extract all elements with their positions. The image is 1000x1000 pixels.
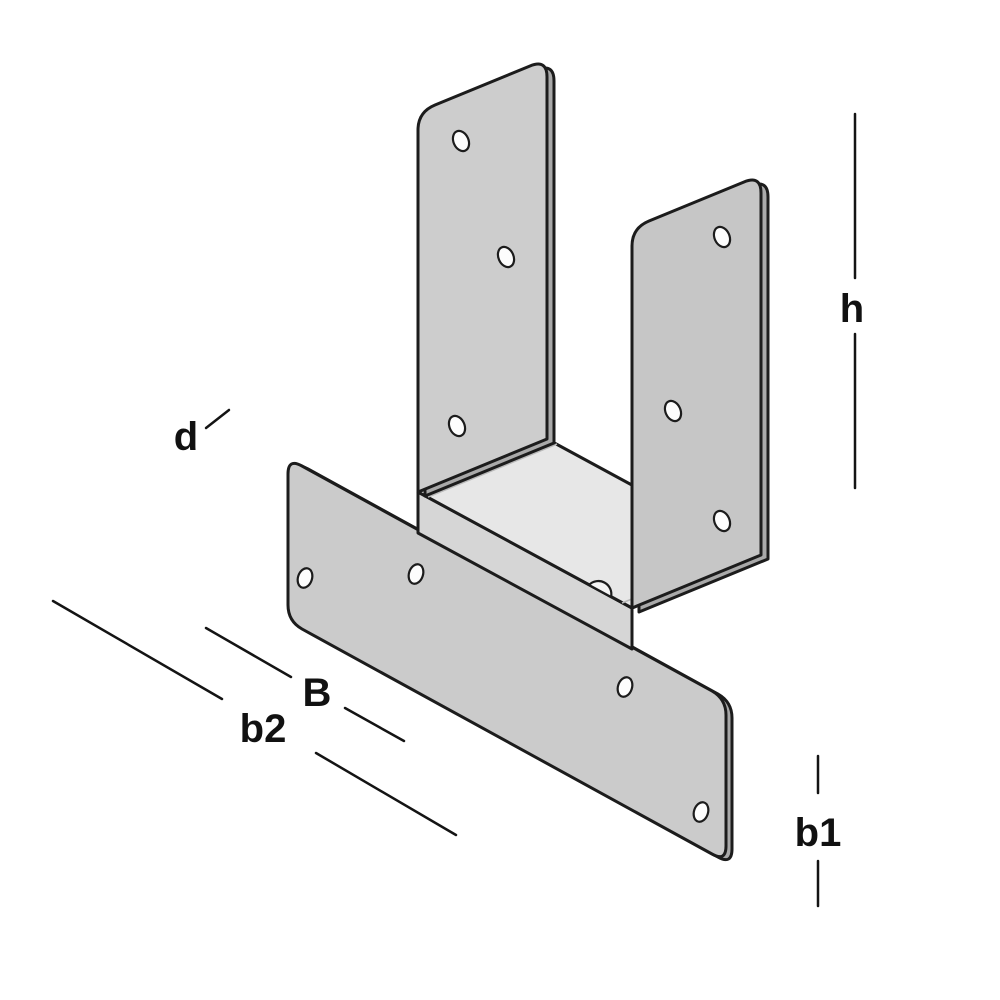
bolt-hole bbox=[663, 399, 683, 423]
drainage-notch bbox=[587, 579, 613, 599]
dimension-label-B: B bbox=[303, 671, 332, 715]
bolt-hole bbox=[451, 129, 471, 153]
bolt-hole bbox=[692, 801, 710, 823]
dimension-leader-d bbox=[204, 408, 231, 430]
bolt-hole bbox=[712, 225, 732, 249]
base-strap-plate bbox=[286, 461, 728, 859]
dimension-label-d: d bbox=[174, 415, 198, 459]
left-upright-plate bbox=[416, 62, 549, 494]
dimension-label-b2: b2 bbox=[240, 707, 287, 751]
bend-line bbox=[427, 443, 558, 498]
dimension-label-h: h bbox=[840, 287, 864, 331]
dimension-label-b1: b1 bbox=[795, 811, 842, 855]
bolt-hole bbox=[616, 676, 634, 698]
dimension-line-b2 bbox=[314, 751, 458, 837]
bolt-hole bbox=[712, 509, 732, 533]
dimension-line-B bbox=[343, 706, 406, 743]
dimension-line-B bbox=[204, 626, 293, 679]
right-upright-plate bbox=[630, 178, 763, 610]
dimension-line-b2 bbox=[51, 599, 224, 701]
bolt-hole bbox=[407, 563, 425, 585]
bolt-hole bbox=[296, 567, 314, 589]
bolt-hole bbox=[496, 245, 516, 269]
bolt-hole bbox=[447, 414, 467, 438]
